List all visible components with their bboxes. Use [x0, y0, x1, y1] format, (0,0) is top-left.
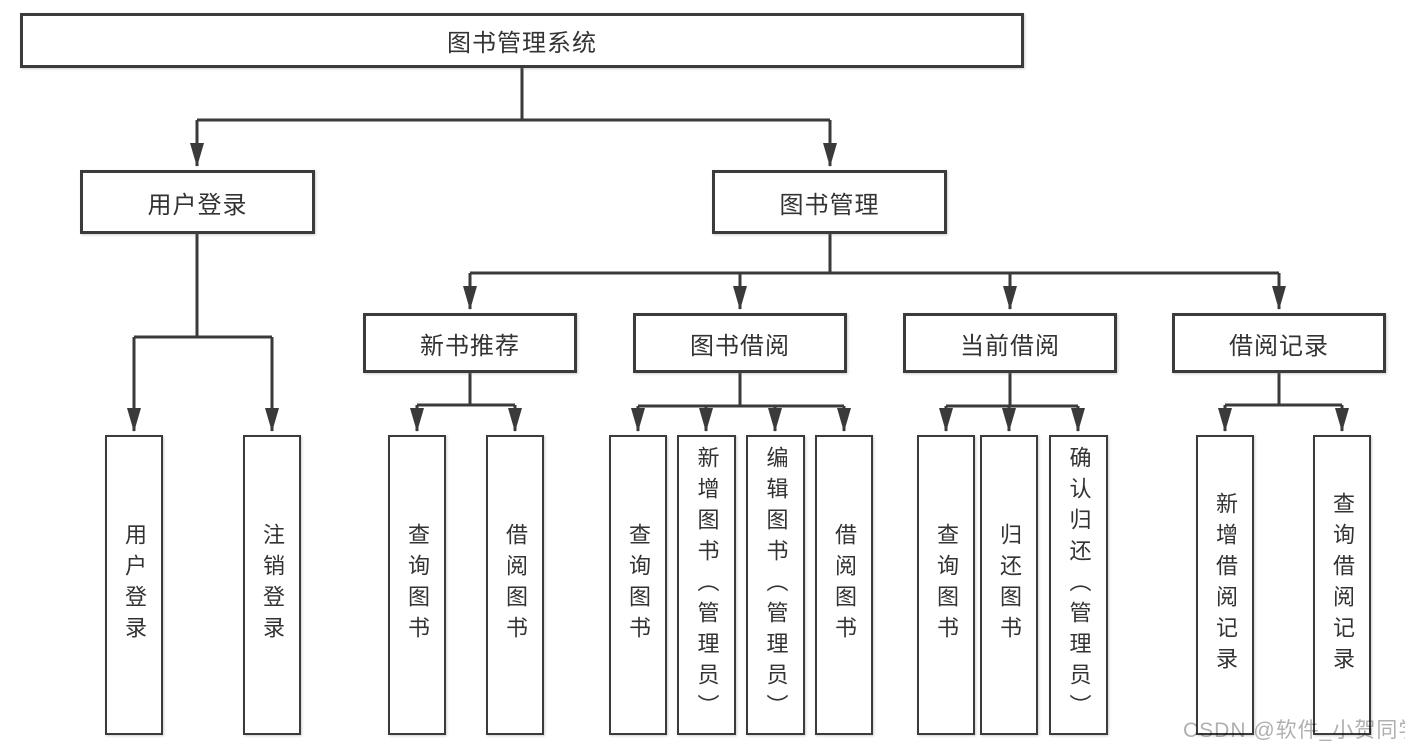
node-user-login: 用户登录: [80, 170, 315, 234]
node-confirm-return-admin: 确认归还（管理员）: [1049, 435, 1108, 735]
node-return-book: 归还图书: [980, 435, 1038, 735]
node-add-borrow-record: 新增借阅记录: [1196, 435, 1254, 735]
node-add-book-admin: 新增图书（管理员）: [677, 435, 736, 735]
node-user-login-leaf: 用户登录: [105, 435, 163, 735]
node-query-books-borrow: 查询图书: [609, 435, 667, 735]
node-query-borrow-record: 查询借阅记录: [1313, 435, 1371, 735]
node-borrow-books-recommend: 借阅图书: [486, 435, 544, 735]
node-query-books-current: 查询图书: [917, 435, 975, 735]
connector-userlogin-split: [134, 234, 272, 339]
connector-bookmgmt-split: [470, 234, 1279, 275]
node-logout-leaf: 注销登录: [243, 435, 301, 735]
connector-records-split: [1225, 373, 1342, 407]
connector-borrow-split: [638, 373, 844, 408]
node-book-borrowing: 图书借阅: [633, 313, 847, 373]
node-library-management-system: 图书管理系统: [20, 13, 1024, 68]
connector-current-split: [946, 373, 1078, 408]
connector-root-split: [197, 68, 830, 122]
csdn-watermark: CSDN @软件_小贺同学: [1183, 719, 1405, 742]
node-borrowing-records: 借阅记录: [1172, 313, 1386, 373]
node-query-books-recommend: 查询图书: [388, 435, 446, 735]
node-borrow-books-leaf: 借阅图书: [815, 435, 873, 735]
node-current-borrowing: 当前借阅: [903, 313, 1117, 373]
node-edit-book-admin: 编辑图书（管理员）: [746, 435, 805, 735]
node-book-management: 图书管理: [712, 170, 947, 234]
node-new-book-recommendation: 新书推荐: [363, 313, 577, 373]
connector-newbook-split: [417, 373, 515, 407]
